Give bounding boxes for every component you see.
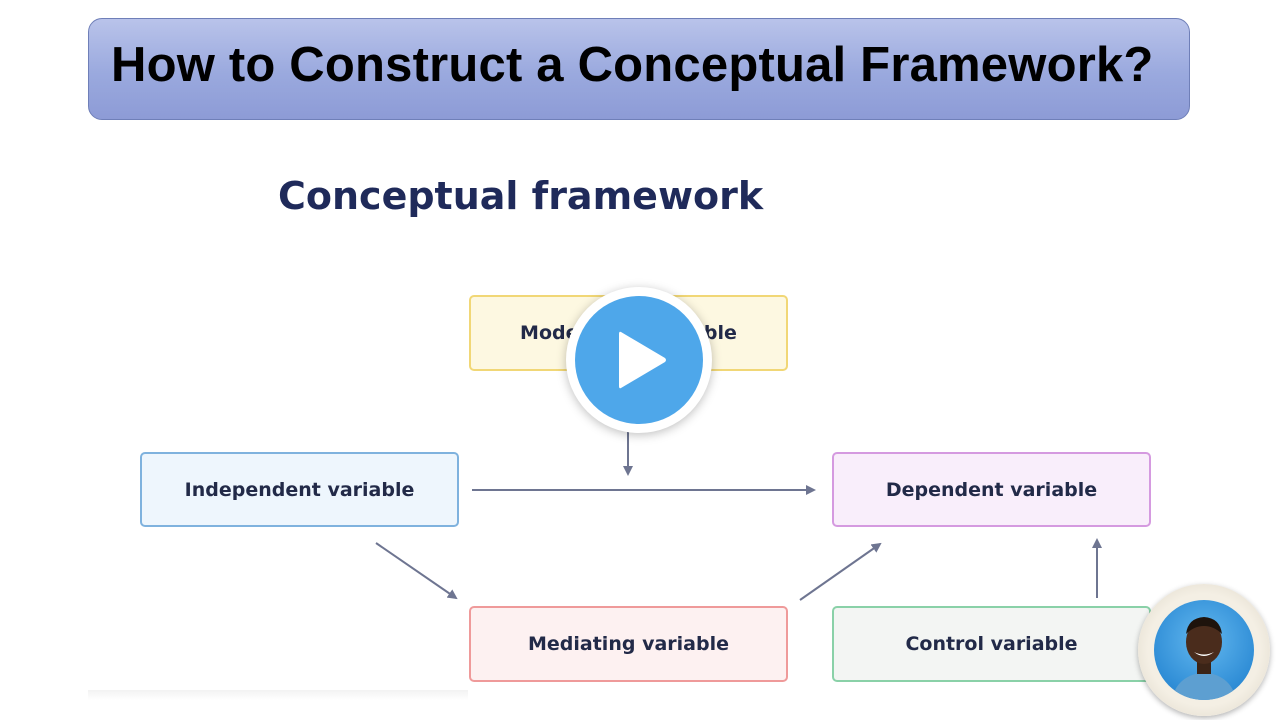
arrow-independent-to-mediating xyxy=(375,542,458,600)
play-icon xyxy=(619,331,666,389)
arrow-mediating-to-dependent xyxy=(799,542,882,601)
dependent-variable-box: Dependent variable xyxy=(832,452,1151,527)
play-button-circle[interactable] xyxy=(575,296,703,424)
independent-variable-box: Independent variable xyxy=(140,452,459,527)
diagram-heading: Conceptual framework xyxy=(278,174,764,218)
presenter-avatar xyxy=(1138,584,1270,716)
mediating-variable-box: Mediating variable xyxy=(469,606,788,682)
person-icon xyxy=(1172,617,1236,700)
play-button[interactable] xyxy=(566,287,712,433)
title-banner: How to Construct a Conceptual Framework? xyxy=(88,18,1190,120)
slide-edge-shadow xyxy=(88,690,468,700)
avatar-photo xyxy=(1154,600,1254,700)
page-title: How to Construct a Conceptual Framework? xyxy=(111,38,1154,92)
control-variable-box: Control variable xyxy=(832,606,1151,682)
